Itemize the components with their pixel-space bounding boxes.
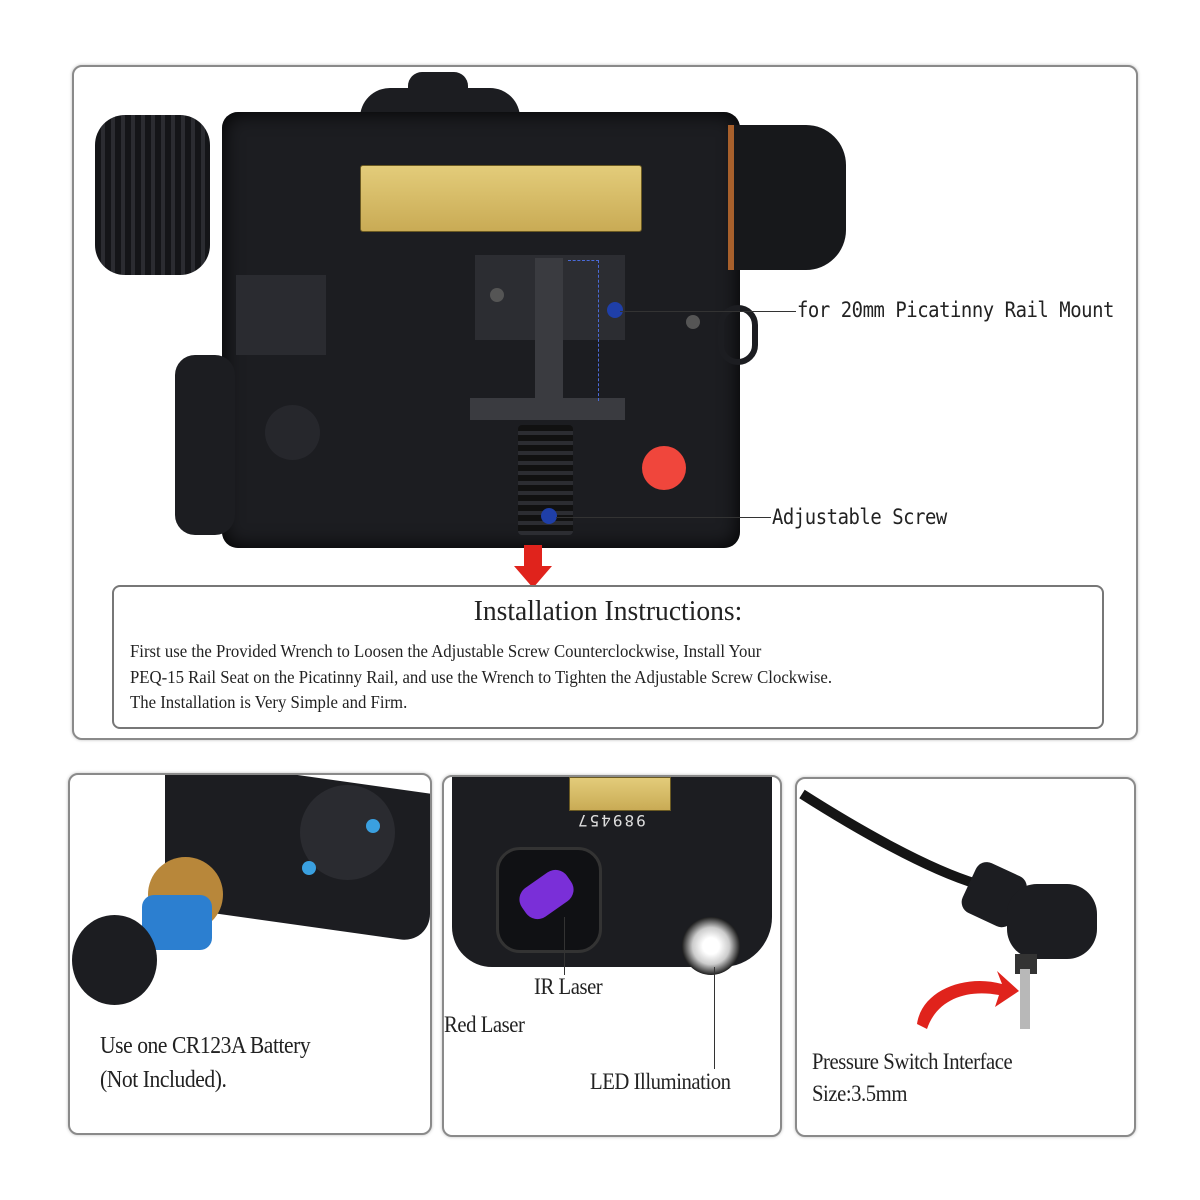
screw-blue — [302, 861, 316, 875]
battery-cap-knob — [300, 785, 395, 880]
led-light-icon — [682, 917, 740, 975]
instructions-title: Installation Instructions: — [473, 595, 743, 627]
ir-pointer-line — [564, 917, 565, 975]
ir-laser-label: IR Laser — [534, 974, 603, 999]
device-left-cylinder — [175, 355, 235, 535]
callout-adjustable-screw: Adjustable Screw — [772, 505, 947, 529]
rail-clamp-base — [470, 398, 625, 420]
danger-label — [569, 777, 671, 811]
led-illumination-label: LED Illumination — [590, 1069, 731, 1094]
callout-rail-mount: for 20mm Picatinny Rail Mount — [797, 298, 1114, 322]
battery-cap — [72, 915, 157, 1005]
callout-line-rail — [620, 311, 796, 312]
instructions-line: The Installation is Very Simple and Firm… — [130, 692, 408, 712]
instructions-box: Installation Instructions: First use the… — [112, 585, 1104, 729]
laser-panel: 989457 IR Laser Red Laser LED Illuminati… — [442, 775, 782, 1137]
device-lanyard-loop — [718, 305, 758, 365]
instructions-body: First use the Provided Wrench to Loosen … — [130, 639, 832, 716]
red-laser-label: Red Laser — [444, 1012, 525, 1037]
device-left-button — [265, 405, 320, 460]
battery-text-line: (Not Included). — [100, 1067, 227, 1093]
battery-text-line: Use one CR123A Battery — [100, 1033, 311, 1059]
callout-line-screw — [556, 517, 771, 518]
led-pointer-line — [714, 967, 715, 1069]
serial-number: 989457 — [576, 811, 646, 830]
switch-text-line: Pressure Switch Interface — [812, 1049, 1013, 1074]
cable-icon — [799, 789, 1097, 1029]
device-left-knob — [95, 115, 210, 275]
caution-label — [360, 165, 642, 232]
instructions-line: First use the Provided Wrench to Loosen … — [130, 641, 762, 661]
battery-icon — [142, 895, 212, 950]
battery-panel: Use one CR123A Battery (Not Included). — [68, 773, 432, 1135]
switch-panel: Pressure Switch Interface Size:3.5mm — [795, 777, 1136, 1137]
screw-hole — [686, 315, 700, 329]
device-side-rail — [236, 275, 326, 355]
instructions-line: PEQ-15 Rail Seat on the Picatinny Rail, … — [130, 666, 833, 687]
switch-text-line: Size:3.5mm — [812, 1081, 907, 1106]
device-right-cap — [728, 125, 846, 270]
callout-dot-rail — [607, 302, 623, 318]
screw-hole — [490, 288, 504, 302]
rail-clamp — [535, 258, 563, 398]
red-dot — [642, 446, 686, 490]
screw-blue — [366, 819, 380, 833]
callout-dot-screw — [541, 508, 557, 524]
callout-bracket — [568, 260, 599, 401]
